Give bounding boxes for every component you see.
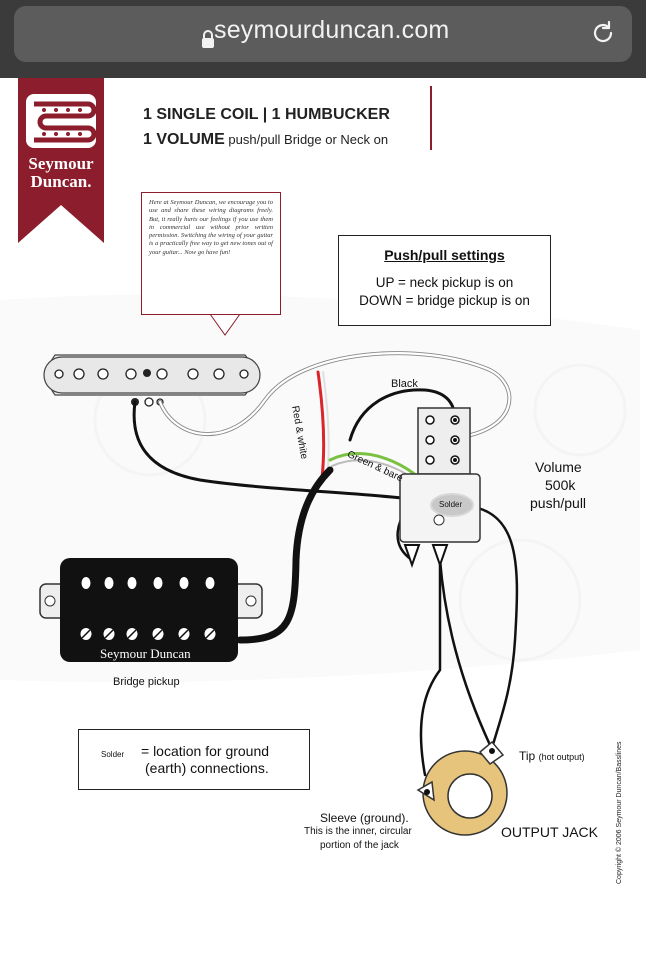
tip-label-main: Tip (519, 749, 536, 763)
volume-label: Volume (535, 459, 582, 475)
sleeve-label-3: portion of the jack (320, 840, 399, 851)
copyright-text: Copyright © 2006 Seymour Duncan/Bassline… (616, 741, 623, 884)
output-jack (416, 740, 508, 836)
reload-icon[interactable] (590, 20, 616, 46)
diagram-title: 1 SINGLE COIL | 1 HUMBUCKER (143, 106, 390, 123)
humbucker-brand-label: Seymour Duncan (100, 646, 191, 661)
lock-icon (202, 30, 214, 48)
solder-legend-box: = location for ground (earth) connection… (78, 729, 310, 790)
sleeve-label-1: Sleeve (ground). (320, 811, 409, 825)
bridge-pickup-label: Bridge pickup (113, 676, 180, 688)
push-pull-up: UP = neck pickup is on (375, 275, 514, 290)
solder-label: Solder (439, 500, 463, 509)
volume-type-label: push/pull (530, 495, 587, 511)
diagram-subtitle: 1 VOLUME push/pull Bridge or Neck on (143, 131, 388, 149)
usage-note: Here at Seymour Duncan, we encourage you… (141, 192, 281, 315)
logo-line-1: Seymour (28, 154, 94, 173)
single-coil-pickup (43, 354, 261, 407)
address-url[interactable]: seymourduncan.com (214, 16, 450, 44)
browser-toolbar: seymourduncan.com (0, 0, 646, 78)
output-jack-label: OUTPUT JACK (501, 824, 598, 840)
logo-line-2: Duncan. (30, 172, 92, 191)
legend-line-1: = location for ground (141, 743, 270, 759)
push-pull-settings-box: Push/pull settings UP = neck pickup is o… (338, 235, 551, 326)
address-bar[interactable]: seymourduncan.com (14, 6, 632, 62)
subtitle-bold: 1 VOLUME (143, 131, 225, 148)
tip-label: Tip (hot output) (519, 749, 585, 763)
seymour-duncan-logo (18, 78, 104, 243)
legend-text: = location for ground (earth) connection… (141, 743, 269, 777)
push-pull-heading: Push/pull settings (384, 247, 505, 263)
sleeve-label-2: This is the inner, circular (304, 826, 412, 837)
push-pull-down: DOWN = bridge pickup is on (359, 293, 530, 308)
humbucker-pickup (39, 558, 263, 662)
tip-label-sub: (hot output) (538, 752, 585, 762)
note-pointer (209, 313, 241, 336)
legend-badge-text: Solder (101, 750, 125, 759)
header-divider (430, 86, 432, 150)
volume-value-label: 500k (545, 477, 576, 493)
subtitle-rest: push/pull Bridge or Neck on (224, 132, 389, 147)
legend-line-2: (earth) connections. (145, 760, 269, 776)
wires (132, 351, 519, 777)
black-wire-label: Black (391, 378, 418, 390)
solder-point (432, 495, 472, 515)
